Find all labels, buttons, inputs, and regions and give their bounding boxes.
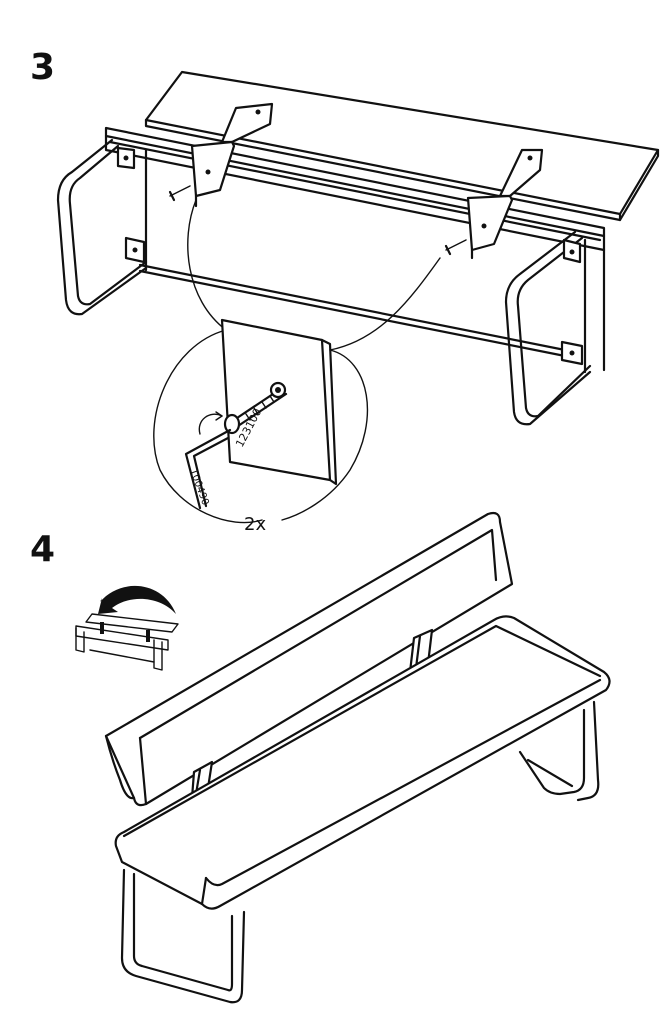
allen-key-icon bbox=[184, 428, 232, 510]
allen-key-part-number: 100490 bbox=[187, 467, 210, 507]
step-3-illustration: 123100 100490 2x bbox=[56, 70, 660, 535]
curved-arrow-icon bbox=[98, 585, 176, 614]
screw-detail bbox=[223, 381, 288, 435]
right-bracket bbox=[466, 148, 544, 260]
quantity-label: 2x bbox=[244, 514, 266, 535]
step-3-number: 3 bbox=[30, 47, 56, 88]
rotate-arrow-icon bbox=[198, 413, 223, 435]
step-4-number: 4 bbox=[30, 529, 56, 570]
detail-callout bbox=[153, 199, 441, 524]
backrest bbox=[104, 511, 514, 807]
left-leg bbox=[56, 138, 148, 316]
seat bbox=[114, 615, 611, 910]
front-left-leg bbox=[120, 868, 246, 1004]
step-4-illustration bbox=[75, 511, 611, 1004]
screw-right bbox=[444, 239, 467, 256]
rear-right-leg bbox=[518, 700, 600, 802]
screw-left bbox=[168, 185, 191, 202]
left-bracket bbox=[190, 102, 274, 208]
right-leg bbox=[504, 230, 592, 426]
flip-thumbnail bbox=[75, 613, 179, 671]
